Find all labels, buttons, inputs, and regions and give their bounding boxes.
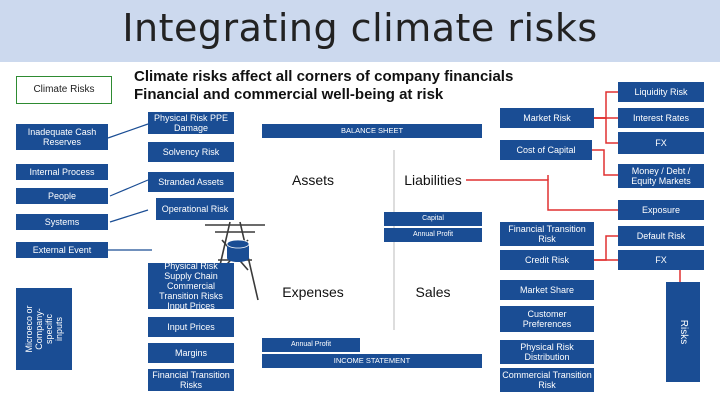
financial-transition-box: Financial Transition Risks — [148, 369, 234, 391]
risks-vertical-label: Risks — [678, 319, 689, 345]
commercial-transition-box: Commercial Transition Risk — [500, 368, 594, 392]
income-statement-footer: INCOME STATEMENT — [262, 354, 482, 368]
market-share-box: Market Share — [500, 280, 594, 300]
fx-top-box: FX — [618, 132, 704, 154]
page-title: Integrating climate risks — [122, 6, 598, 50]
external-event-box: External Event — [16, 242, 108, 258]
capital-box: Capital — [384, 212, 482, 226]
operational-risk-box: Operational Risk — [156, 198, 234, 220]
subtitle: Climate risks affect all corners of comp… — [134, 68, 514, 103]
interest-rates-box: Interest Rates — [618, 108, 704, 128]
input-prices-box: Input Prices — [148, 317, 234, 337]
physical-supply-chain-box: Physical Risk Supply Chain Commercial Tr… — [148, 261, 234, 311]
systems-box: Systems — [16, 214, 108, 230]
physical-distribution-box: Physical Risk Distribution — [500, 340, 594, 364]
header-band — [0, 0, 720, 62]
stranded-assets-box: Stranded Assets — [148, 172, 234, 192]
physical-risk-ppe-box: Physical Risk PPE Damage — [148, 112, 234, 134]
microeco-inputs-label: Microeco or Company-specific inputs — [24, 305, 64, 353]
annual-profit-bottom-box: Annual Profit — [262, 338, 360, 352]
connector-liab-exposure — [466, 179, 618, 211]
margins-box: Margins — [148, 343, 234, 363]
connector-market-fx — [594, 117, 618, 144]
risks-vertical-box: Risks — [666, 282, 700, 382]
microeco-inputs-box: Microeco or Company-specific inputs — [16, 288, 72, 370]
annual-profit-top-box: Annual Profit — [384, 228, 482, 242]
expenses-label: Expenses — [282, 284, 344, 300]
connector-credit-default — [594, 235, 618, 261]
financial-transition-risk-box: Financial Transition Risk — [500, 222, 594, 246]
database-icon — [226, 239, 250, 262]
cost-of-capital-box: Cost of Capital — [500, 140, 592, 160]
solvency-risk-box: Solvency Risk — [148, 142, 234, 162]
default-risk-box: Default Risk — [618, 226, 704, 246]
connector-market-liquidity — [594, 91, 618, 119]
connector-systems-operational — [109, 209, 149, 223]
balance-sheet-header: BALANCE SHEET — [262, 124, 482, 138]
climate-risks-box: Climate Risks — [16, 76, 112, 104]
people-box: People — [16, 188, 108, 204]
market-risk-box: Market Risk — [500, 108, 594, 128]
credit-risk-box: Credit Risk — [500, 250, 594, 270]
connector-cost-money — [592, 149, 618, 176]
connector-cash-ppe — [107, 123, 149, 139]
internal-process-box: Internal Process — [16, 164, 108, 180]
fx-bottom-box: FX — [618, 250, 704, 270]
inadequate-cash-box: Inadequate Cash Reserves — [16, 124, 108, 150]
money-debt-box: Money / Debt / Equity Markets — [618, 164, 704, 188]
liquidity-risk-box: Liquidity Risk — [618, 82, 704, 102]
exposure-box: Exposure — [618, 200, 704, 220]
connector-people-stranded — [109, 179, 149, 197]
sales-label: Sales — [415, 284, 451, 300]
liabilities-label: Liabilities — [404, 172, 462, 188]
assets-label: Assets — [291, 172, 334, 188]
customer-preferences-box: Customer Preferences — [500, 306, 594, 332]
